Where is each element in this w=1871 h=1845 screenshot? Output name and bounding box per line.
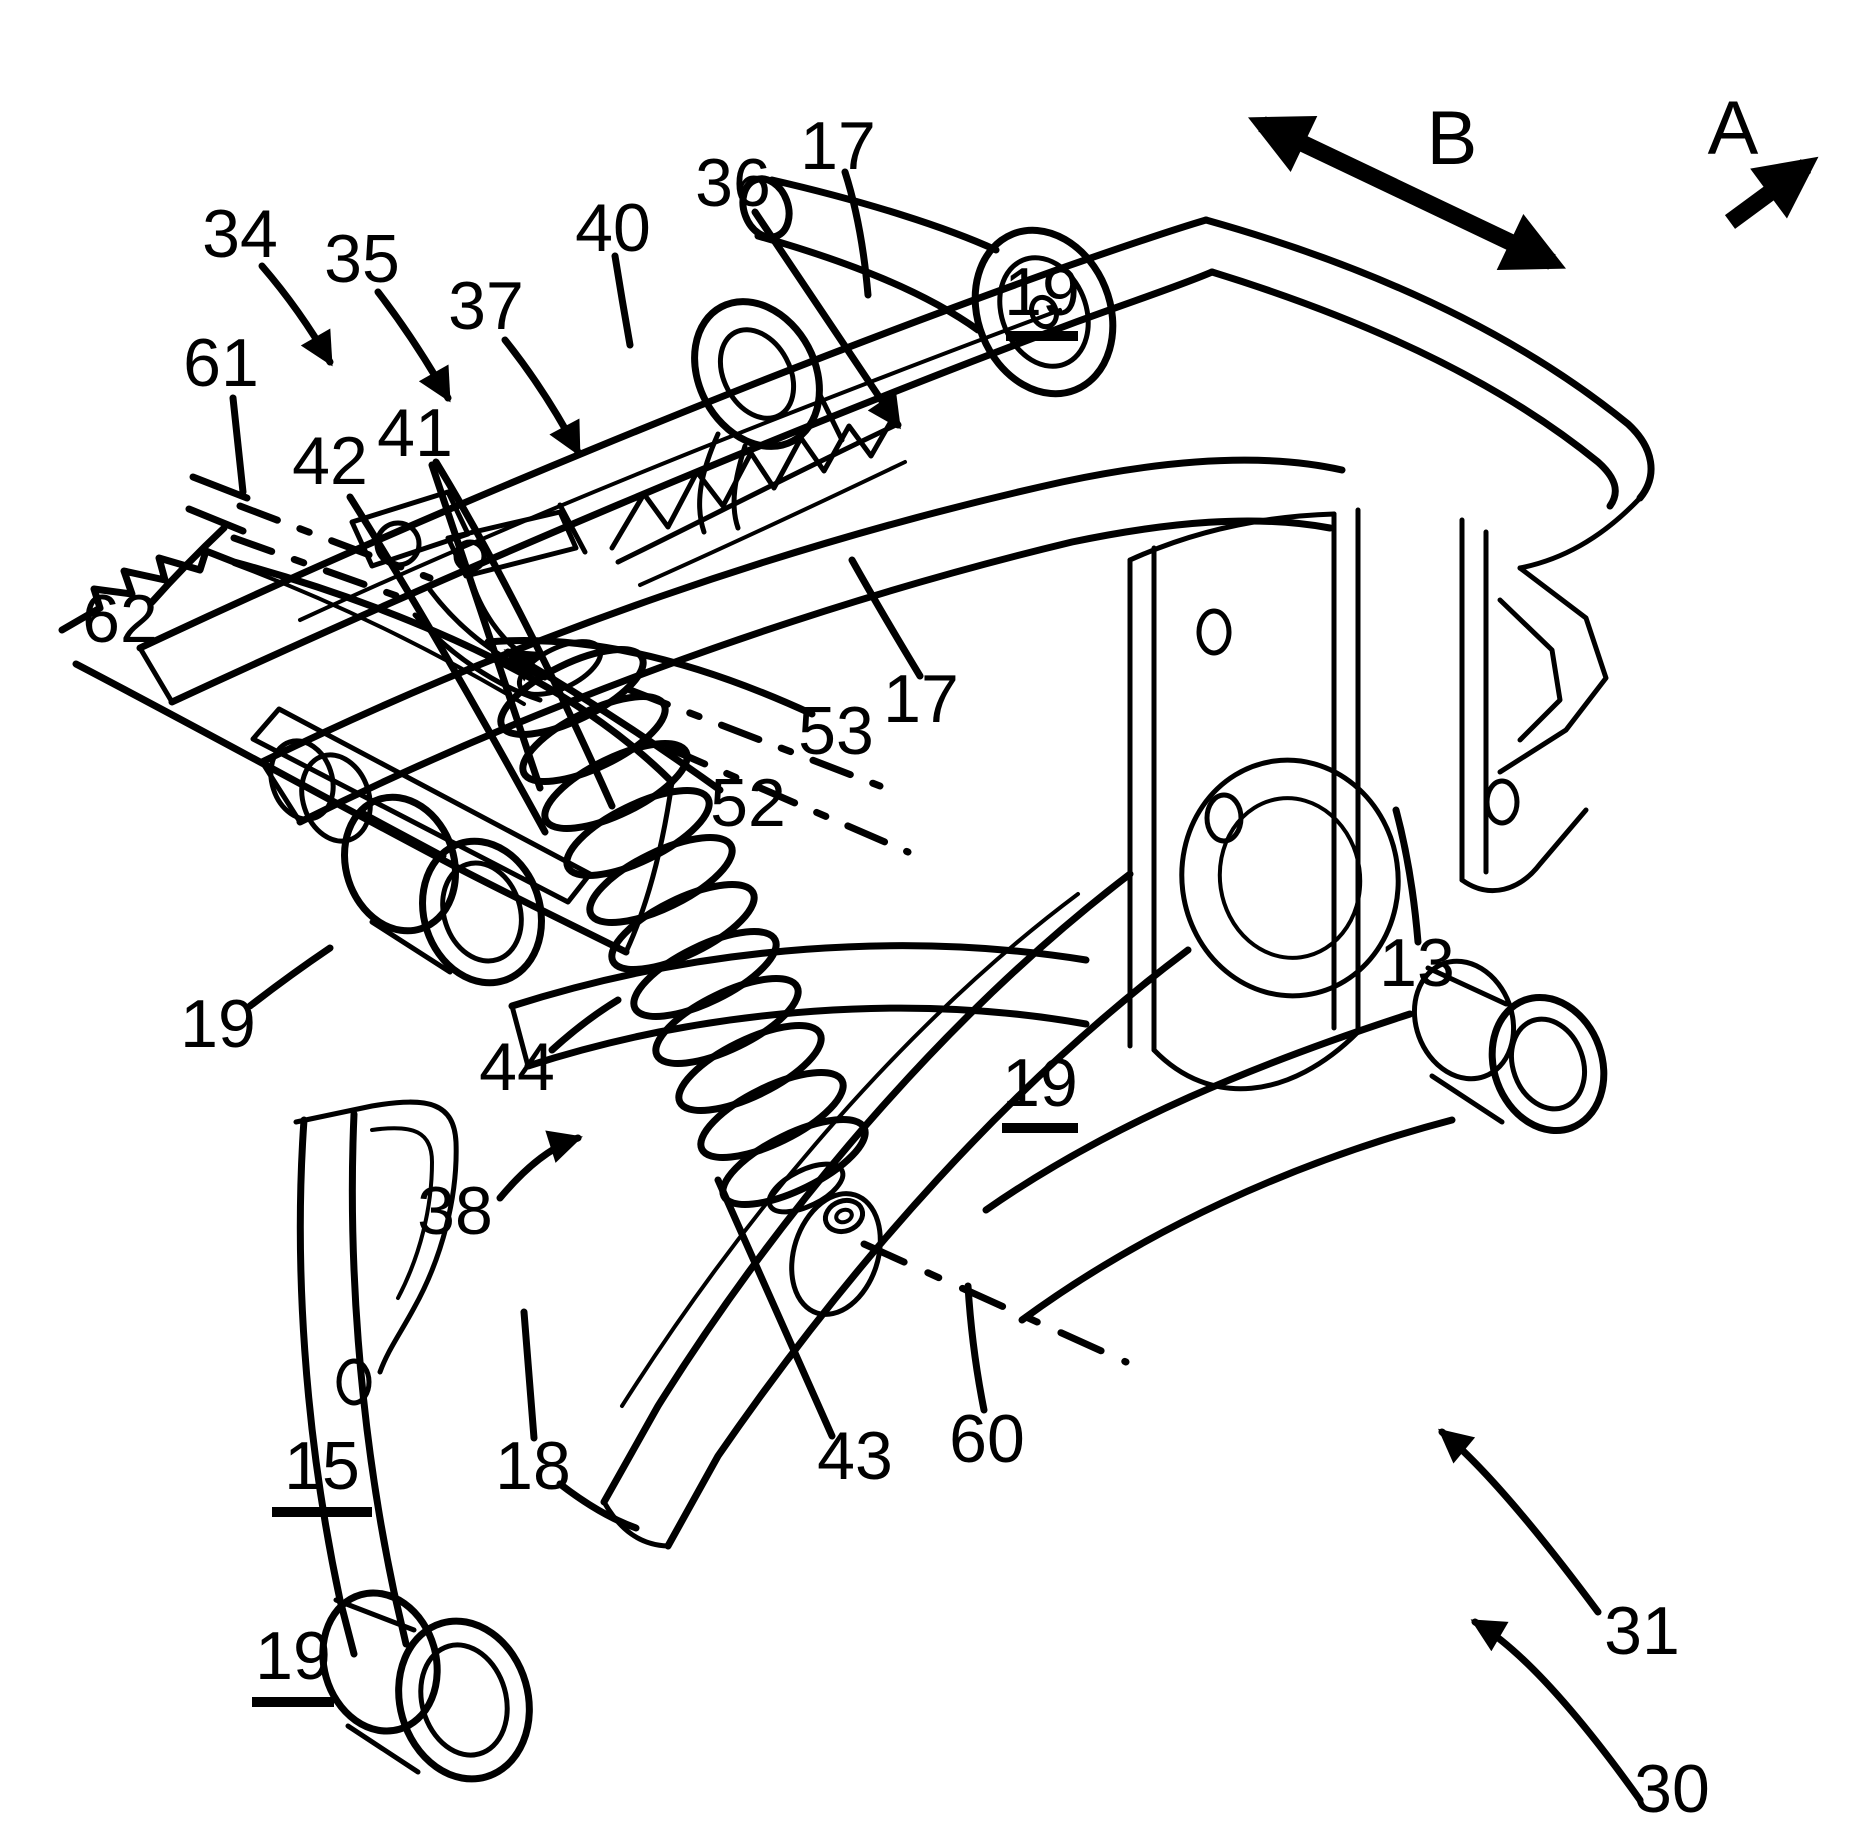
spring-coil [675,1022,825,1114]
ref-label-18: 18 [495,1428,571,1504]
ref-label-37: 37 [448,268,524,344]
leader-62 [148,524,228,606]
leader-lines [148,168,1644,1804]
ref-label-19-bottom: 19 [255,1618,331,1694]
axis-dash-dot-61 [236,502,434,582]
leader-61 [229,394,247,496]
leader-19-left [246,944,334,1010]
ref-label-53: 53 [798,693,874,769]
spring-coil [630,928,780,1020]
ref-label-15: 15 [284,1428,360,1504]
ref-label-40: 40 [575,190,651,266]
ref-label-31: 31 [1604,1593,1680,1669]
leader-18 [556,1480,640,1532]
leader-42 [346,493,549,836]
spring-coil [652,975,802,1067]
axis-dash-dot-61 [626,686,884,790]
ratchet-teeth [609,413,907,587]
ref-label-38: 38 [417,1173,493,1249]
leader-60 [964,1282,988,1414]
ref-label-34: 34 [202,196,278,272]
leader-35 [374,288,452,403]
direction-label-a: A [1708,86,1759,171]
leader-17-mid [848,556,924,680]
ref-label-36: 36 [695,145,771,221]
hook-guide [691,298,823,535]
leader-44 [548,996,622,1054]
axis-tick [189,473,251,502]
leader-41 [428,461,544,792]
axis-dash-dot-62 [230,534,412,604]
leader-41 [432,458,616,810]
fastener-and-slot [789,1191,883,1317]
direction-arrow-b [1248,115,1566,271]
ref-label-60: 60 [949,1401,1025,1477]
spring-coil [608,881,758,973]
ref-label-41: 41 [377,395,453,471]
ref-label-19-mid-right: 19 [1002,1045,1078,1121]
ref-label-19-top: 19 [1004,254,1080,330]
middle-cross-member [508,942,1090,1070]
ref-label-19-left: 19 [180,986,256,1062]
leader-17-top [841,168,872,299]
left-strut [293,1099,459,1658]
spring-coil [541,740,691,832]
ref-label-30: 30 [1634,1751,1710,1827]
leader-43 [714,1176,836,1440]
bottom-roller [319,1589,533,1783]
spring-coil [586,834,736,926]
spring-coil [697,1069,847,1161]
reference-labels: 34 35 37 40 36 17 19 B A 61 42 41 62 53 … [82,86,1758,1827]
leader-34 [258,262,334,367]
right-lower-beam-and-roller [982,958,1608,1324]
leader-53 [484,637,816,718]
leader-40 [611,252,634,349]
view-arrow-30 [1470,1618,1644,1804]
direction-arrow-a [1724,156,1819,229]
leader-13 [1392,806,1422,946]
ref-label-52: 52 [710,765,786,841]
pedal-arm [58,547,676,956]
leader-37 [501,336,582,457]
axis-dash-dot-60 [860,1240,1130,1366]
view-arrow-31 [1438,1428,1602,1616]
leader-52 [503,648,724,794]
ref-label-17-mid: 17 [883,661,959,737]
left-rollers [268,738,545,987]
left-flat-bar [250,706,593,905]
ref-label-43: 43 [817,1418,893,1494]
axis-tick [185,505,247,535]
ref-label-35: 35 [324,221,400,297]
axis-dash-dot-62 [664,744,912,856]
center-axis-lines [185,473,1130,1366]
motion-arrow-38 [496,1130,583,1202]
direction-arrows [1248,115,1819,271]
ref-label-62: 62 [82,581,158,657]
coil-spring [497,639,869,1215]
top-roller-and-beam [739,175,1117,398]
leader-36 [751,208,902,430]
lower-diagonal-arms [600,870,1192,1550]
ref-label-42: 42 [292,423,368,499]
ref-label-44: 44 [479,1029,555,1105]
ref-label-17-top: 17 [800,108,876,184]
ref-label-61: 61 [183,325,259,401]
direction-label-b: B [1427,96,1478,181]
spring-coil [563,787,713,879]
ref-label-13: 13 [1379,925,1455,1001]
leader-18 [520,1308,538,1442]
